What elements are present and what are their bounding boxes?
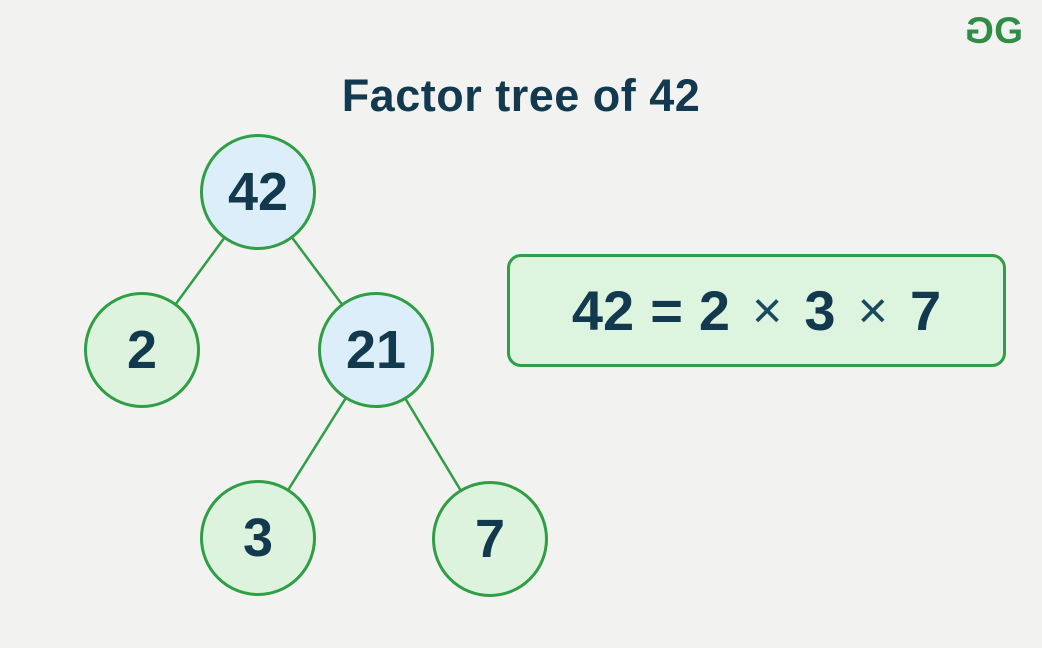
multiply-icon: ×: [857, 281, 888, 340]
equals-sign: =: [650, 279, 683, 342]
tree-node-7-label: 7: [474, 509, 506, 569]
factorization-equation: 42 = 2 × 3 × 7: [507, 254, 1006, 367]
tree-node-21-label: 21: [345, 320, 407, 380]
tree-node-7: 7: [432, 481, 548, 597]
tree-node-42: 42: [200, 134, 316, 250]
tree-node-2-label: 2: [126, 320, 158, 380]
equation-factor-3: 3: [804, 279, 836, 342]
equation-factor-2: 2: [698, 279, 731, 342]
tree-node-21: 21: [318, 292, 434, 408]
equation-lhs: 42: [571, 279, 635, 342]
tree-node-2: 2: [84, 292, 200, 408]
tree-node-3-label: 3: [242, 508, 274, 568]
tree-node-3: 3: [200, 480, 316, 596]
tree-node-42-label: 42: [227, 162, 289, 222]
page-title: Factor tree of 42: [341, 70, 701, 122]
multiply-icon: ×: [752, 281, 783, 340]
equation-factor-7: 7: [909, 279, 942, 342]
